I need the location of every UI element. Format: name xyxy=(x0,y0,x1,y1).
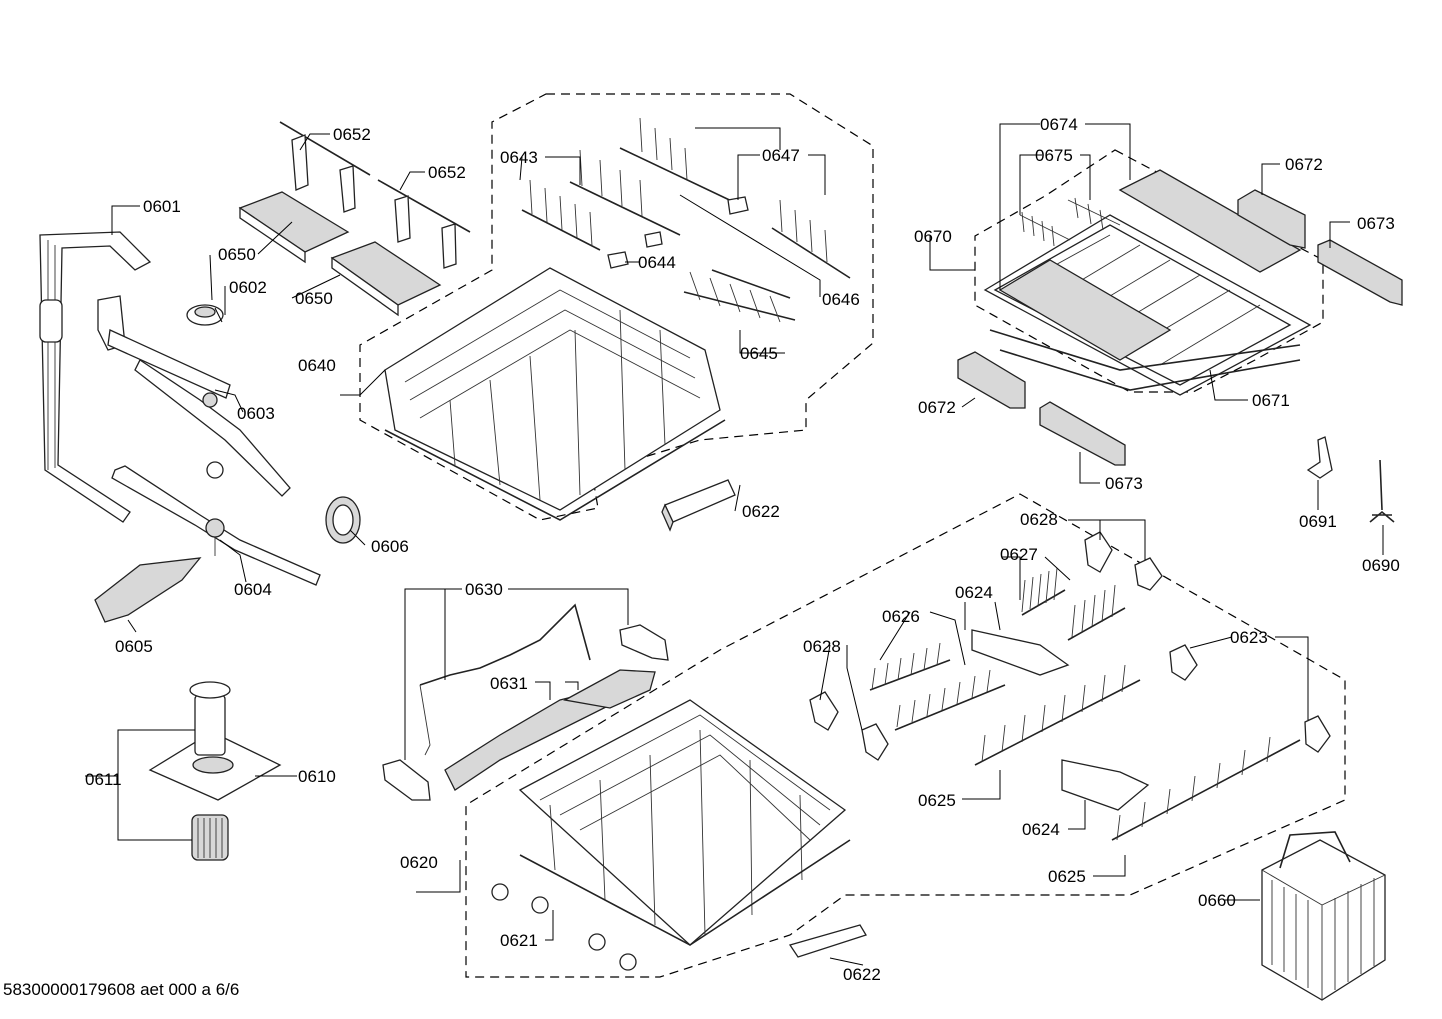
callout-0610: 0610 xyxy=(298,767,336,786)
callout-0622-b: 0622 xyxy=(843,965,881,984)
basket-wheels-illustration xyxy=(491,883,637,971)
callout-0622-a: 0622 xyxy=(742,502,780,521)
callout-0672-a: 0672 xyxy=(1285,155,1323,174)
callout-0620: 0620 xyxy=(400,853,438,872)
callout-0672-b: 0672 xyxy=(918,398,956,417)
callout-0647: 0647 xyxy=(762,146,800,165)
filter-assembly-illustration xyxy=(148,681,282,861)
cup-shelf-0650-illustration xyxy=(238,191,442,317)
spray-arm-ring-illustration xyxy=(186,304,224,326)
callout-0643: 0643 xyxy=(500,148,538,167)
callout-0673-a: 0673 xyxy=(1357,214,1395,233)
lower-rack-group-outline xyxy=(465,493,1346,978)
third-rack-side-parts-illustration xyxy=(957,189,1403,466)
callout-0623: 0623 xyxy=(1230,628,1268,647)
callout-0640: 0640 xyxy=(298,356,336,375)
callout-0625-a: 0625 xyxy=(918,791,956,810)
callout-0645: 0645 xyxy=(740,344,778,363)
spray-cover-illustration xyxy=(94,557,202,623)
callout-0691: 0691 xyxy=(1299,512,1337,531)
basket-handle-illustration xyxy=(788,924,867,958)
lower-rack-wire-part-illustration xyxy=(382,603,669,801)
callout-0621: 0621 xyxy=(500,931,538,950)
callout-0628-a: 0628 xyxy=(1020,510,1058,529)
lower-spray-arm-illustration xyxy=(111,465,321,586)
callout-0690: 0690 xyxy=(1362,556,1400,575)
filter-disc-illustration xyxy=(325,496,361,544)
callout-0601: 0601 xyxy=(143,197,181,216)
lower-rack-inserts-illustration xyxy=(809,531,1331,841)
rack-clips-illustration xyxy=(1306,436,1395,523)
callout-0675: 0675 xyxy=(1035,146,1073,165)
upper-spray-arm-illustration xyxy=(97,295,291,497)
lower-basket-illustration xyxy=(518,699,851,946)
callout-0631: 0631 xyxy=(490,674,528,693)
upper-rack-inserts-illustration xyxy=(521,117,851,323)
tine-rail-0652-illustration xyxy=(279,121,471,269)
callout-0604: 0604 xyxy=(234,580,272,599)
utensil-box-illustration xyxy=(661,479,736,532)
callout-0650-b: 0650 xyxy=(295,289,333,308)
callout-0624-b: 0624 xyxy=(1022,820,1060,839)
callout-0671: 0671 xyxy=(1252,391,1290,410)
callout-0673-b: 0673 xyxy=(1105,474,1143,493)
callout-0628-b: 0628 xyxy=(803,637,841,656)
third-rack-illustration xyxy=(983,169,1312,396)
callout-0627: 0627 xyxy=(1000,545,1038,564)
callout-0625-b: 0625 xyxy=(1048,867,1086,886)
spray-supply-pipe-illustration xyxy=(39,231,152,523)
callout-0606: 0606 xyxy=(371,537,409,556)
callout-0650-a: 0650 xyxy=(218,245,256,264)
document-code: 58300000179608 aet 000 a 6/6 xyxy=(3,980,240,999)
callout-0603: 0603 xyxy=(237,404,275,423)
callout-labels: 0652 0652 0601 0650 0602 0650 0640 0603 … xyxy=(85,115,1400,984)
callout-0652-a: 0652 xyxy=(333,125,371,144)
callout-0652-b: 0652 xyxy=(428,163,466,182)
callout-0674: 0674 xyxy=(1040,115,1078,134)
callout-0660: 0660 xyxy=(1198,891,1236,910)
callout-0602: 0602 xyxy=(229,278,267,297)
callout-0670: 0670 xyxy=(914,227,952,246)
third-rack-group-outline xyxy=(974,149,1324,393)
callout-0611: 0611 xyxy=(85,770,122,789)
callout-0646: 0646 xyxy=(822,290,860,309)
upper-basket-illustration xyxy=(384,267,726,521)
callout-0626: 0626 xyxy=(882,607,920,626)
cutlery-basket-illustration xyxy=(1261,831,1386,1001)
callout-0644: 0644 xyxy=(638,253,676,272)
leader-lines xyxy=(85,123,1384,966)
callout-0624-a: 0624 xyxy=(955,583,993,602)
callout-0630: 0630 xyxy=(465,580,503,599)
callout-0605: 0605 xyxy=(115,637,153,656)
